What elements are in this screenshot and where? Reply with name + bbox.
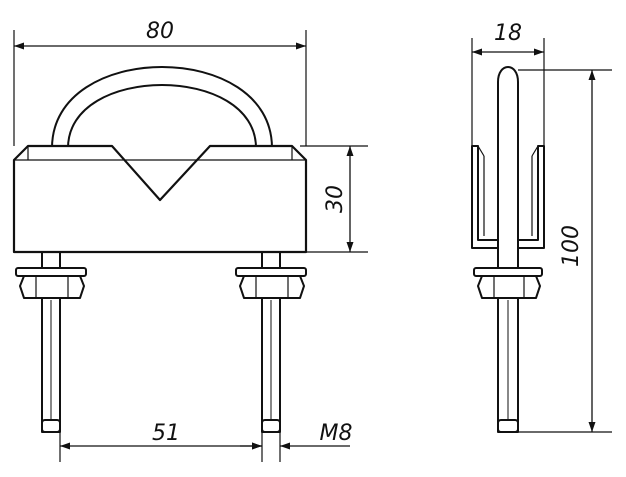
- u-bolt-arch: [51, 66, 273, 149]
- nut-right: [239, 275, 305, 299]
- side-bracket: [471, 145, 545, 249]
- dimension-depth: 18: [471, 21, 545, 146]
- v-block: [12, 144, 308, 254]
- side-nut: [477, 275, 541, 299]
- block-height-label: 30: [323, 185, 348, 213]
- depth-label: 18: [494, 21, 522, 46]
- side-rod: [497, 66, 519, 433]
- bolt-spacing-label: 51: [152, 421, 180, 446]
- total-height-label: 100: [559, 225, 584, 267]
- dimension-width: 80: [13, 19, 307, 146]
- width-label: 80: [146, 19, 174, 44]
- dimension-total-height: 100: [518, 69, 612, 433]
- side-view: 18 100: [471, 21, 612, 433]
- nut-left: [19, 275, 85, 299]
- side-washer: [473, 267, 543, 277]
- front-view: 80 30 51 M8: [12, 19, 368, 462]
- washer-left: [15, 267, 87, 277]
- dimension-thread: M8: [240, 421, 352, 462]
- dimension-block-height: 30: [300, 145, 368, 253]
- dimension-bolt-spacing: 51: [59, 421, 263, 462]
- washer-right: [235, 267, 307, 277]
- thread-label: M8: [320, 421, 353, 446]
